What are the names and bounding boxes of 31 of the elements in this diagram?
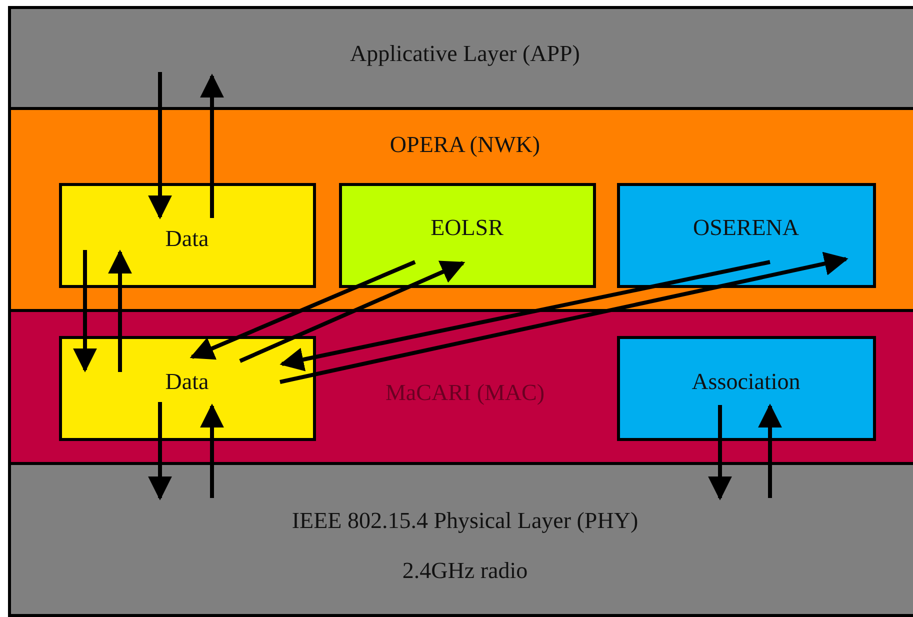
layer-band xyxy=(8,462,913,617)
module-label: Association xyxy=(692,369,800,395)
layer-note: 2.4GHz radio xyxy=(402,558,528,584)
arrow xyxy=(148,72,172,220)
layer-title: OPERA (NWK) xyxy=(390,132,540,158)
module-box xyxy=(339,183,596,288)
layer-band xyxy=(8,107,913,312)
module-label: OSERENA xyxy=(692,215,800,241)
arrow xyxy=(108,250,132,372)
arrow xyxy=(280,252,848,384)
layer-title: IEEE 802.15.4 Physical Layer (PHY) xyxy=(292,508,638,534)
arrow xyxy=(239,260,466,363)
module-box xyxy=(617,183,876,288)
module-label: Data xyxy=(165,226,209,252)
module-box xyxy=(617,336,876,441)
module-label: EOLSR xyxy=(430,215,504,241)
arrow xyxy=(190,260,416,360)
layer-band xyxy=(8,6,913,110)
layer-title: MaCARI (MAC) xyxy=(385,380,545,406)
arrow xyxy=(758,404,782,498)
arrow xyxy=(200,74,224,218)
arrow xyxy=(73,250,97,372)
arrow xyxy=(708,405,732,500)
arrow xyxy=(148,402,172,500)
layer-band xyxy=(8,309,913,465)
arrow xyxy=(280,260,770,372)
layer-title: Applicative Layer (APP) xyxy=(350,41,580,67)
module-box xyxy=(59,183,316,288)
module-label: Data xyxy=(165,369,209,395)
module-box xyxy=(59,336,316,441)
arrow xyxy=(200,404,224,498)
